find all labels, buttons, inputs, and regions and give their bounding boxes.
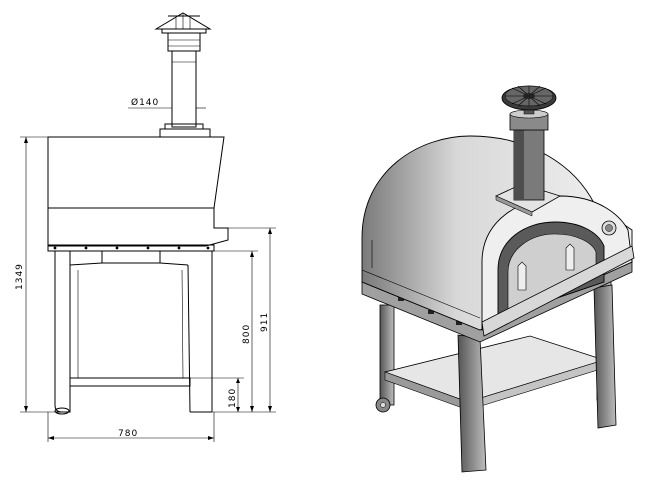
chimney-diameter-dimension: Ø140 xyxy=(128,97,206,109)
front-right-leg xyxy=(593,284,617,429)
shelf-height-dimension: 180 xyxy=(190,377,244,412)
back-left-leg xyxy=(379,304,395,406)
stand-legs xyxy=(54,250,213,415)
chimney-cap xyxy=(154,12,212,34)
stand-height-dimension: 800 xyxy=(214,250,258,412)
chimney-cap-render xyxy=(501,85,557,111)
stand-height-label: 800 xyxy=(242,324,252,344)
width-label: 780 xyxy=(118,429,138,439)
front-elevation-view: Ø140 xyxy=(15,12,276,442)
isometric-render-view xyxy=(361,85,635,473)
width-dimension: 780 xyxy=(47,412,215,442)
total-height-label: 1349 xyxy=(15,263,25,290)
oven-dome-body xyxy=(47,136,229,247)
chimney-pipe xyxy=(159,32,211,138)
total-height-dimension: 1349 xyxy=(15,136,160,413)
base-height-label: 911 xyxy=(260,312,270,332)
shelf-height-label: 180 xyxy=(228,388,238,408)
oven-ledge xyxy=(481,245,635,337)
base-height-dimension: 911 xyxy=(212,227,276,413)
chimney-diameter-label: Ø140 xyxy=(131,97,159,108)
